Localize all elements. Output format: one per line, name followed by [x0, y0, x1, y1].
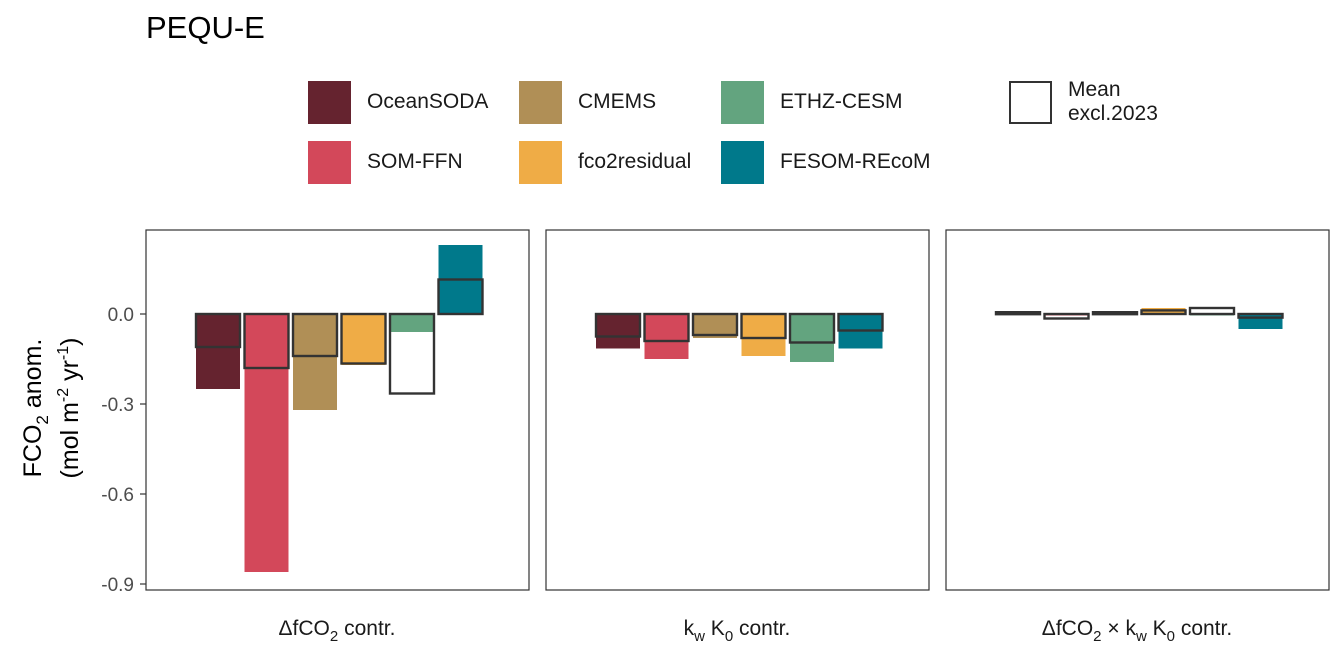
legend-label: fco2residual	[578, 150, 692, 173]
mean-outline-cmems	[691, 312, 739, 337]
mean-outline-som-ffn	[643, 312, 690, 343]
bar-som-ffn	[644, 314, 689, 359]
legend-swatch	[308, 140, 351, 184]
legend-swatch-outline	[1009, 80, 1052, 124]
panel-1	[145, 229, 530, 591]
panel-2	[545, 229, 930, 591]
legend-item-fco2residual: fco2residual	[519, 139, 691, 185]
mean-outline-oceansoda	[994, 311, 1042, 316]
panel-label-dfco2: ΔfCO2 contr.	[279, 617, 396, 645]
mean-outline-oceansoda	[594, 312, 642, 338]
legend-label: CMEMS	[578, 90, 657, 113]
bar-oceansoda	[196, 314, 240, 389]
legend-item-mean: Mean excl.2023	[1009, 78, 1158, 125]
panel-label-interaction: ΔfCO2 × kw K0 contr.	[1042, 617, 1232, 645]
legend-item-ethz-cesm: ETHZ-CESM	[721, 79, 903, 125]
legend-swatch	[721, 140, 764, 184]
bar-som-ffn	[244, 314, 289, 572]
mean-outline-fco2residual	[1140, 309, 1187, 316]
mean-outline-ethz-cesm	[388, 312, 436, 395]
mean-outline-fco2residual	[740, 312, 787, 340]
legend-swatch	[519, 140, 562, 184]
y-tick-label: 0.0	[108, 305, 134, 326]
panels-group	[145, 229, 1330, 591]
bar-oceansoda	[596, 314, 640, 349]
legend-item-cmems: CMEMS	[519, 79, 656, 125]
panel-frame	[545, 229, 930, 591]
panel-label-kwk0: kw K0 contr.	[684, 617, 791, 645]
panel-3	[945, 229, 1330, 591]
y-tick-label: -0.9	[101, 575, 134, 596]
legend-item-fesom-recom: FESOM-REcoM	[721, 139, 931, 185]
bar-cmems	[293, 314, 337, 410]
mean-outline-fesom-recom	[437, 278, 484, 316]
panel-frame	[945, 229, 1330, 591]
y-tick-label: -0.3	[101, 395, 134, 416]
y-tick-label: -0.6	[101, 485, 134, 506]
mean-outline-fco2residual	[340, 312, 387, 365]
mean-outline-cmems	[1091, 311, 1139, 316]
mean-outline-som-ffn	[243, 312, 290, 370]
bar-fesom-recom	[1238, 314, 1283, 329]
legend-label: ETHZ-CESM	[780, 90, 903, 113]
legend-label-mean: Mean excl.2023	[1068, 78, 1158, 125]
bar-ethz-cesm	[790, 314, 834, 362]
y-axis-label-units: (mol m-2 yr-1)	[55, 338, 84, 479]
mean-outline-fesom-recom	[1237, 312, 1284, 319]
mean-outline-oceansoda	[194, 312, 242, 349]
legend-label: FESOM-REcoM	[780, 150, 931, 173]
mean-outline-fesom-recom	[837, 312, 884, 332]
legend-label: OceanSODA	[367, 90, 489, 113]
legend-item-som-ffn: SOM-FFN	[308, 139, 463, 185]
bar-fco2residual	[741, 314, 786, 356]
legend-swatch	[519, 80, 562, 124]
legend-swatch	[721, 80, 764, 124]
legend-swatch	[308, 80, 351, 124]
mean-outline-ethz-cesm	[788, 312, 836, 344]
chart-title: PEQU-E	[146, 10, 265, 45]
y-axis-label: FCO2 anom.	[19, 339, 52, 478]
legend: OceanSODA SOM-FFN CMEMS fco2residual ETH…	[0, 0, 1344, 200]
y-axis: 0.0 -0.3 -0.6 -0.9	[101, 305, 146, 596]
bar-fco2residual	[341, 314, 386, 365]
legend-label: SOM-FFN	[367, 150, 463, 173]
mean-outline-som-ffn	[1043, 312, 1090, 320]
bar-ethz-cesm	[390, 314, 434, 332]
legend-item-oceansoda: OceanSODA	[308, 79, 488, 125]
mean-outline-ethz-cesm	[1188, 306, 1236, 316]
mean-outline-cmems	[291, 312, 339, 358]
